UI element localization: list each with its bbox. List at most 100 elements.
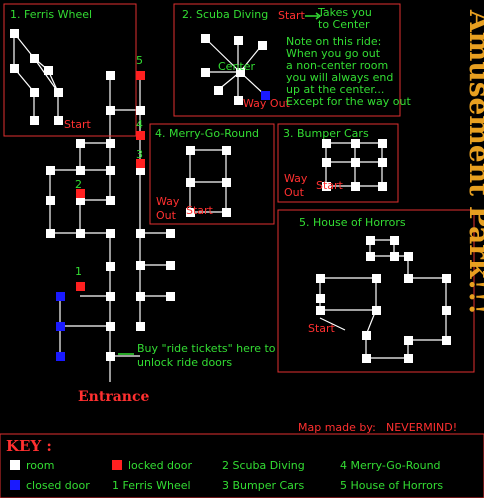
locked-door — [76, 282, 85, 291]
key-room-label: room — [26, 459, 54, 472]
room-node — [378, 139, 387, 148]
entrance-label: Entrance — [78, 389, 149, 405]
room-node — [442, 274, 451, 283]
room-node — [76, 166, 85, 175]
room-node — [351, 139, 360, 148]
scuba-title: 2. Scuba Diving — [182, 8, 268, 21]
room-node — [258, 41, 267, 50]
key-ride-1: 1 Ferris Wheel — [112, 479, 191, 492]
room-node — [404, 336, 413, 345]
room-node — [442, 336, 451, 345]
room-node — [136, 166, 145, 175]
room-node — [390, 252, 399, 261]
room-node — [351, 182, 360, 191]
room-node — [201, 68, 210, 77]
room-node — [186, 178, 195, 187]
room-node — [136, 261, 145, 270]
closed-door — [56, 292, 65, 301]
bumper-way-label: Way — [284, 172, 308, 185]
room-node — [166, 292, 175, 301]
takes-you-1: Takes you — [317, 6, 372, 19]
room-node — [234, 36, 243, 45]
bumper-panel — [277, 123, 399, 203]
room-node — [362, 354, 371, 363]
merry-start-label: Start — [186, 204, 214, 217]
room-node — [136, 229, 145, 238]
door-number-3: 3 — [136, 148, 143, 161]
room-node — [404, 274, 413, 283]
horrors-start-label: Start — [308, 322, 336, 335]
ferris-start-label: Start — [64, 118, 92, 131]
locked-door — [136, 131, 145, 140]
bumper-out-label: Out — [284, 186, 305, 199]
key-locked-swatch — [112, 460, 122, 470]
room-node — [166, 261, 175, 270]
room-node — [30, 88, 39, 97]
room-node — [442, 306, 451, 315]
credit-prefix: Map made by: — [298, 421, 376, 434]
merry-out-label: Out — [156, 209, 177, 222]
room-node — [106, 71, 115, 80]
room-node — [136, 322, 145, 331]
locked-door — [136, 159, 145, 168]
key-title: KEY : — [6, 437, 52, 455]
room-node — [322, 182, 331, 191]
scuba-center-label: Center — [218, 60, 256, 73]
door-number-1: 1 — [75, 265, 82, 278]
room-node — [106, 229, 115, 238]
door-number-4: 4 — [136, 118, 143, 131]
room-node — [166, 229, 175, 238]
key-ride-4: 4 Merry-Go-Round — [340, 459, 441, 472]
room-node — [222, 178, 231, 187]
room-node — [106, 262, 115, 271]
key-locked-label: locked door — [128, 459, 193, 472]
key-ride-2: 2 Scuba Diving — [222, 459, 305, 472]
merry-way-label: Way — [156, 195, 180, 208]
scuba-wayout-label: Way Out — [243, 97, 291, 110]
merry-title: 4. Merry-Go-Round — [155, 127, 259, 140]
room-node — [372, 274, 381, 283]
ferris-panel — [3, 3, 137, 137]
bumper-start-label: Start — [316, 179, 344, 192]
scuba-note-line: a non-center room — [286, 59, 388, 72]
room-node — [201, 34, 210, 43]
room-node — [316, 294, 325, 303]
room-node — [106, 139, 115, 148]
room-node — [404, 354, 413, 363]
room-node — [390, 236, 399, 245]
key-room-swatch — [10, 460, 20, 470]
room-node — [222, 208, 231, 217]
room-node — [136, 106, 145, 115]
room-node — [76, 229, 85, 238]
room-node — [106, 352, 115, 361]
room-node — [106, 166, 115, 175]
scuba-note-line: you will always end — [286, 71, 393, 84]
room-node — [44, 66, 53, 75]
locked-door — [76, 189, 85, 198]
room-node — [316, 274, 325, 283]
room-node — [378, 182, 387, 191]
room-node — [106, 292, 115, 301]
room-node — [378, 158, 387, 167]
closed-door — [56, 352, 65, 361]
room-node — [76, 139, 85, 148]
locked-door — [136, 71, 145, 80]
horrors-title: 5. House of Horrors — [299, 216, 406, 229]
ferris-title: 1. Ferris Wheel — [10, 8, 92, 21]
room-node — [404, 252, 413, 261]
key-panel — [0, 433, 484, 498]
scuba-panel — [173, 3, 401, 117]
room-node — [322, 158, 331, 167]
scuba-note-line: up at the center... — [286, 83, 384, 96]
takes-you-2: to Center — [318, 18, 370, 31]
room-node — [214, 86, 223, 95]
room-node — [106, 106, 115, 115]
door-number-2: 2 — [75, 178, 82, 191]
room-node — [30, 116, 39, 125]
room-node — [186, 146, 195, 155]
room-node — [351, 158, 360, 167]
room-node — [46, 229, 55, 238]
bumper-title: 3. Bumper Cars — [283, 127, 369, 140]
